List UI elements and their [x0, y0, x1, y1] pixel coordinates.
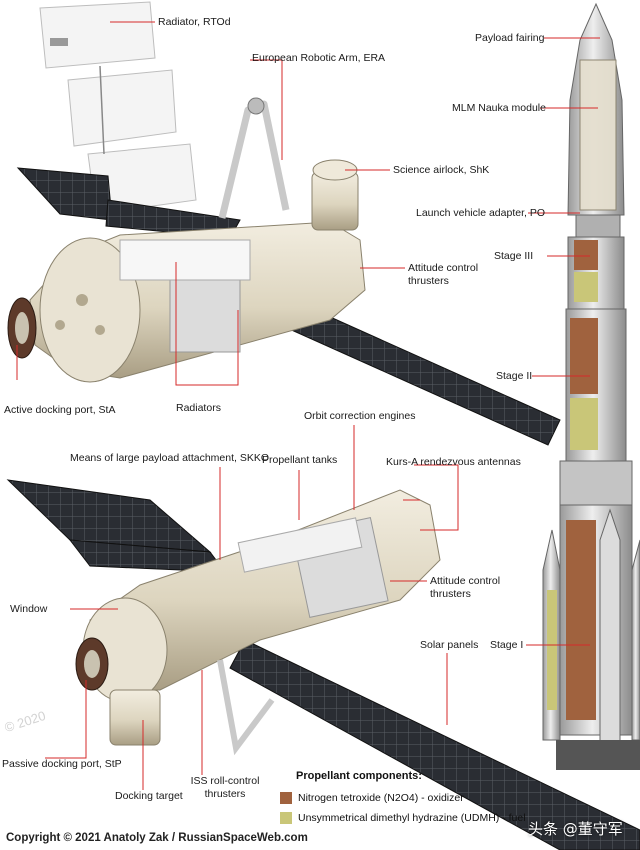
stage-1 — [542, 504, 640, 770]
robotic-arm — [218, 100, 290, 219]
top-module — [7, 1, 561, 446]
brand-watermark: 头条 @董守军 — [528, 820, 623, 838]
label-orbit-engines: Orbit correction engines — [304, 410, 416, 422]
label-propellant-tanks: Propellant tanks — [262, 454, 338, 466]
radiator-panels — [39, 1, 197, 215]
label-attitude-thrusters-bottom: Attitude control thrusters — [430, 575, 501, 600]
legend-label-oxidizer: Nitrogen tetroxide (N2O4) - oxidizer — [298, 792, 464, 804]
top-hull — [29, 221, 366, 383]
label-launch-adapter: Launch vehicle adapter, PO — [416, 207, 546, 219]
label-payload-fairing: Payload fairing — [475, 32, 545, 44]
label-stage-2: Stage II — [496, 370, 533, 382]
legend-swatch-oxidizer — [280, 792, 292, 804]
label-mlm-nauka: MLM Nauka module — [452, 102, 546, 114]
passive-docking-port — [75, 637, 109, 691]
label-skko: Means of large payload attachment, SKKO — [70, 452, 270, 464]
solar-array-top-left — [16, 167, 113, 221]
label-radiators: Radiators — [176, 402, 221, 414]
solar-array-bottom-left — [6, 479, 212, 553]
active-docking-port — [7, 297, 37, 359]
label-docking-target: Docking target — [115, 790, 183, 802]
label-radiator-rtod: Radiator, RTOd — [158, 16, 231, 28]
label-science-airlock: Science airlock, ShK — [393, 164, 490, 176]
legend-title: Propellant components: — [296, 770, 422, 782]
label-active-docking-port: Active docking port, StA — [4, 404, 116, 416]
science-airlock — [311, 159, 359, 231]
label-era: European Robotic Arm, ERA — [252, 52, 386, 64]
label-stage-1: Stage I — [490, 639, 524, 651]
bottom-module — [6, 479, 640, 850]
label-window: Window — [10, 603, 48, 615]
label-iss-roll-thrusters: ISS roll-control thrusters — [190, 775, 260, 800]
label-attitude-thrusters-top: Attitude control thrusters — [408, 262, 479, 287]
proton-rocket — [542, 2, 640, 770]
label-solar-panels: Solar panels — [420, 639, 479, 651]
label-passive-docking-port: Passive docking port, StP — [2, 758, 122, 770]
legend-swatch-fuel — [280, 812, 292, 824]
legend-label-fuel: Unsymmetrical dimethyl hydrazine (UDMH) … — [298, 812, 526, 824]
label-kurs-antennas: Kurs-A rendezvous antennas — [386, 456, 521, 468]
label-stage-3: Stage III — [494, 250, 534, 262]
solar-array-bottom-right — [229, 639, 640, 850]
lower-robotic-arm — [217, 659, 275, 756]
leader-lines — [16, 21, 600, 790]
lower-airlock — [109, 689, 161, 746]
copyright-text: Copyright © 2021 Anatoly Zak / RussianSp… — [6, 832, 308, 844]
